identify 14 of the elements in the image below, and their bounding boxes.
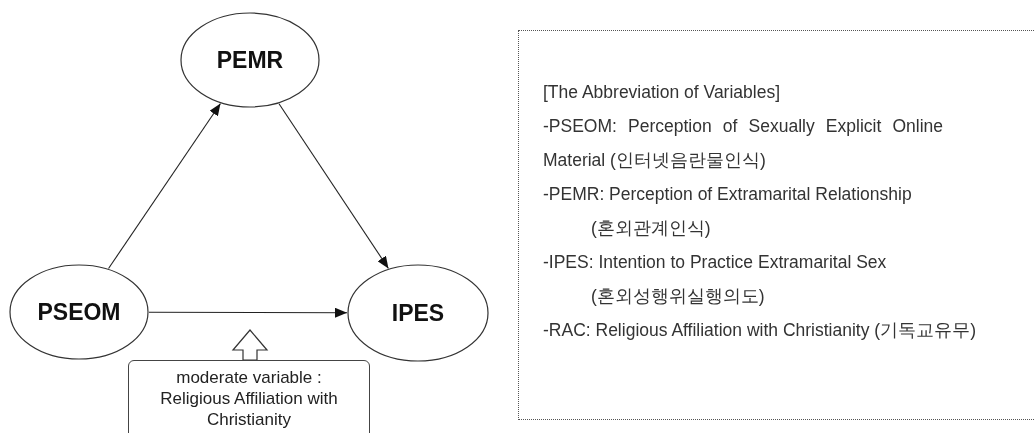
moderator-box: moderate variable : Religious Affiliation with Christianity: [128, 360, 370, 433]
hollow-arrow: [231, 329, 269, 361]
arrow: [278, 103, 389, 269]
heading-text: [The Abbreviation of Variables]: [543, 81, 782, 104]
definition-text: -PEMR: Perception of Extramarital Relationship (혼외관계인식): [543, 183, 913, 240]
arrow: [108, 102, 221, 270]
definition-text: -RAC: Religious Affiliation with Christianity (기독교유무): [543, 319, 977, 342]
variable-label: IPES: [391, 299, 445, 327]
definition-text: -IPES: Intention to Practice Extramarital Sex (혼외성행위실행의도): [543, 251, 888, 308]
abbreviation-box: [518, 30, 1034, 420]
variable-label: PEMR: [216, 46, 284, 74]
variable-label: PSEOM: [37, 298, 121, 326]
definition-text: -PSEOM: Perception of Sexually Explicit Online Material (인터넷음란물인식): [543, 115, 943, 172]
arrow: [148, 307, 348, 318]
